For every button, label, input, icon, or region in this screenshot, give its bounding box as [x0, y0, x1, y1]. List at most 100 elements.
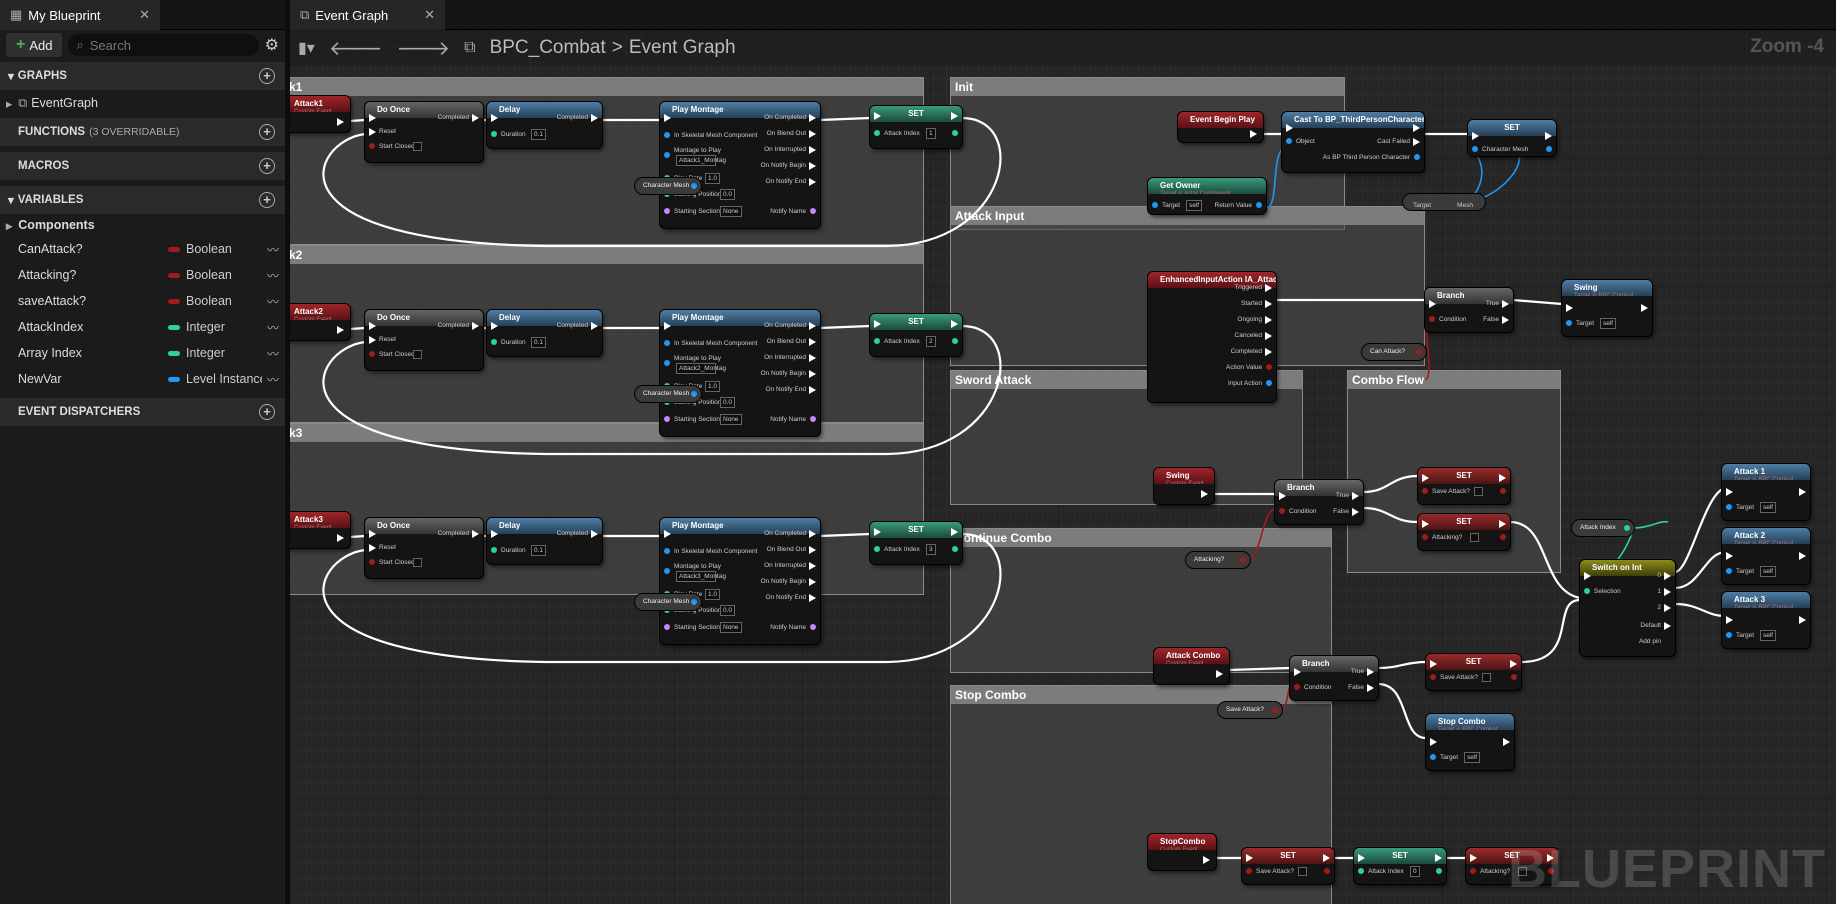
data-pin[interactable] [1548, 868, 1554, 874]
exec-pin[interactable] [809, 594, 816, 602]
exec-pin[interactable] [809, 578, 816, 586]
gear-icon[interactable]: ⚙ [264, 37, 279, 54]
exec-pin[interactable] [1367, 668, 1374, 676]
exec-pin[interactable] [369, 128, 376, 136]
forward-arrow-icon[interactable]: 🡒 [396, 37, 451, 60]
exec-pin[interactable] [664, 322, 671, 330]
data-pin[interactable] [1272, 707, 1278, 713]
checkbox[interactable] [1298, 867, 1307, 876]
exec-pin[interactable] [1664, 588, 1671, 596]
exec-pin[interactable] [1430, 738, 1437, 746]
pin-value-field[interactable]: 0.0 [720, 605, 736, 616]
exec-pin[interactable] [874, 112, 881, 120]
pin-value-field[interactable]: Attack3_Montag [676, 571, 726, 582]
exec-pin[interactable] [1510, 660, 1517, 668]
exec-pin[interactable] [809, 562, 816, 570]
data-pin[interactable] [664, 416, 670, 422]
variable-type[interactable]: Boolean [186, 242, 232, 256]
exec-pin[interactable] [1799, 488, 1806, 496]
pin-value-field[interactable]: 1.0 [705, 381, 721, 392]
exec-pin[interactable] [1323, 854, 1330, 862]
data-pin[interactable] [664, 340, 670, 346]
exec-pin[interactable] [1422, 520, 1429, 528]
pin-value-field[interactable]: None [720, 622, 742, 633]
pin-value-field[interactable]: 3 [926, 544, 936, 555]
exec-pin[interactable] [664, 530, 671, 538]
exec-pin[interactable] [1201, 490, 1208, 498]
pin-value-field[interactable]: None [720, 414, 742, 425]
exec-pin[interactable] [809, 386, 816, 394]
can-attack-getter[interactable]: Can Attack? [1362, 344, 1426, 360]
tab-event-graph[interactable]: ⧉ Event Graph ✕ [290, 0, 445, 30]
exec-pin[interactable] [1250, 130, 1257, 138]
exec-pin[interactable] [1726, 552, 1733, 560]
exec-pin[interactable] [491, 530, 498, 538]
pin-value-field[interactable]: 2 [926, 336, 936, 347]
exec-pin[interactable] [1286, 124, 1293, 132]
exec-pin[interactable] [369, 544, 376, 552]
data-pin[interactable] [874, 546, 880, 552]
data-pin[interactable] [1624, 525, 1630, 531]
exec-pin[interactable] [1422, 474, 1429, 482]
exec-pin[interactable] [809, 178, 816, 186]
exec-pin[interactable] [809, 130, 816, 138]
exec-pin[interactable] [1265, 316, 1272, 324]
pin-value-field[interactable]: self [1760, 502, 1777, 513]
variable-type[interactable]: Boolean [186, 268, 232, 282]
pin-value-field[interactable]: 0.0 [720, 397, 736, 408]
data-pin[interactable] [664, 624, 670, 630]
data-pin[interactable] [664, 548, 670, 554]
attack-index-getter[interactable]: Attack Index [1572, 520, 1634, 536]
exec-pin[interactable] [1664, 572, 1671, 580]
checkbox[interactable] [1474, 487, 1483, 496]
data-pin[interactable] [1726, 568, 1732, 574]
exec-pin[interactable] [1430, 660, 1437, 668]
data-pin[interactable] [874, 130, 880, 136]
data-pin[interactable] [1500, 534, 1506, 540]
exec-pin[interactable] [1664, 622, 1671, 630]
exec-pin[interactable] [1799, 616, 1806, 624]
data-pin[interactable] [1256, 202, 1262, 208]
exec-pin[interactable] [1413, 124, 1420, 132]
character-mesh-getter[interactable]: Character Mesh [635, 386, 701, 402]
data-pin[interactable] [1430, 674, 1436, 680]
add-dispatcher-icon[interactable]: + [259, 404, 275, 420]
exec-pin[interactable] [1799, 552, 1806, 560]
data-pin[interactable] [952, 130, 958, 136]
data-pin[interactable] [369, 143, 375, 149]
variable-type[interactable]: Integer [186, 320, 225, 334]
close-icon[interactable]: ✕ [139, 7, 150, 22]
data-pin[interactable] [664, 607, 670, 613]
exec-pin[interactable] [1265, 348, 1272, 356]
data-pin[interactable] [1726, 504, 1732, 510]
data-pin[interactable] [664, 399, 670, 405]
data-pin[interactable] [1436, 868, 1442, 874]
variable-row[interactable]: Attacking?Boolean〰 [0, 262, 285, 288]
exec-pin[interactable] [1726, 488, 1733, 496]
data-pin[interactable] [369, 559, 375, 565]
components-category[interactable]: ▸Components [0, 214, 285, 236]
exec-pin[interactable] [951, 320, 958, 328]
data-pin[interactable] [664, 132, 670, 138]
exec-pin[interactable] [1429, 300, 1436, 308]
exec-pin[interactable] [472, 530, 479, 538]
eye-icon[interactable]: 〰 [266, 268, 279, 283]
exec-pin[interactable] [809, 338, 816, 346]
data-pin[interactable] [1358, 868, 1364, 874]
data-pin[interactable] [1584, 588, 1590, 594]
